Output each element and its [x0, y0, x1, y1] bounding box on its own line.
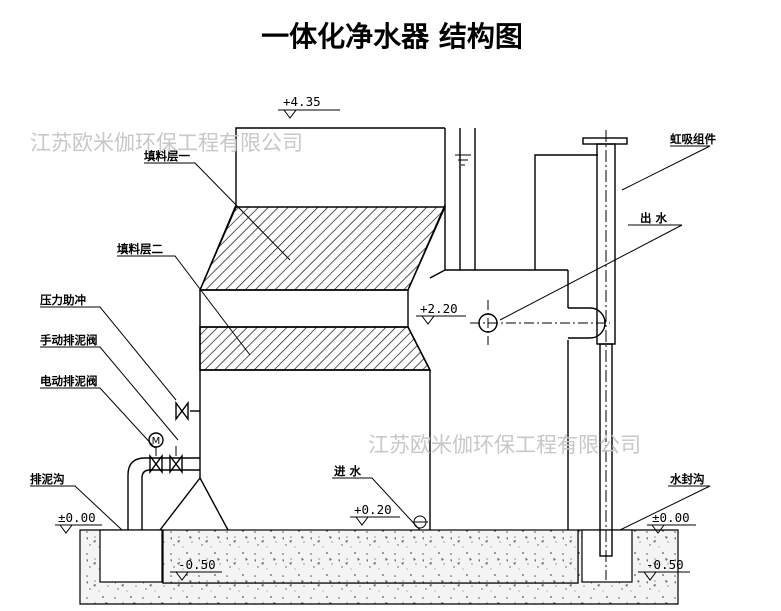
elevation-inlet: +0.20 [354, 502, 392, 517]
label-inlet: 进 水 [334, 464, 362, 478]
label-outlet: 出 水 [640, 211, 668, 225]
elevation-outlet: +2.20 [420, 301, 458, 316]
watermark-top: 江苏欧米伽环保工程有限公司 [30, 131, 303, 155]
leader-lines [30, 145, 711, 531]
motor-icon [148, 432, 164, 448]
label-siphon: 虹吸组件 [670, 132, 716, 146]
label-manual-valve: 手动排泥阀 [40, 333, 98, 347]
label-media-layer-2: 填料层二 [117, 242, 163, 256]
elevation-trench-right: -0.50 [646, 557, 684, 572]
concrete-foundation [79, 529, 679, 605]
elevation-trench-left: -0.50 [178, 557, 216, 572]
elevation-ground-left: ±0.00 [58, 510, 96, 525]
siphon-assembly [582, 130, 628, 580]
media-layer-1 [198, 206, 447, 291]
label-pressure-flush: 压力助冲 [40, 293, 86, 307]
watermark-bottom: 江苏欧米伽环保工程有限公司 [368, 433, 641, 457]
label-electric-valve: 电动排泥阀 [40, 374, 98, 388]
label-sludge-trench: 排泥沟 [30, 472, 65, 486]
label-water-seal: 水封沟 [670, 472, 705, 486]
media-layer-2 [199, 326, 432, 371]
outlet-pipe [478, 307, 606, 339]
elevation-markers [55, 109, 696, 581]
sludge-drain-pipe: M [127, 400, 200, 530]
elevation-ground-right: ±0.00 [652, 510, 690, 525]
svg-text:M: M [152, 436, 161, 447]
elevation-top: +4.35 [283, 94, 321, 109]
label-media-layer-1: 填料层一 [144, 149, 190, 163]
diagram-title: 一体化净水器 结构图 [261, 20, 523, 53]
